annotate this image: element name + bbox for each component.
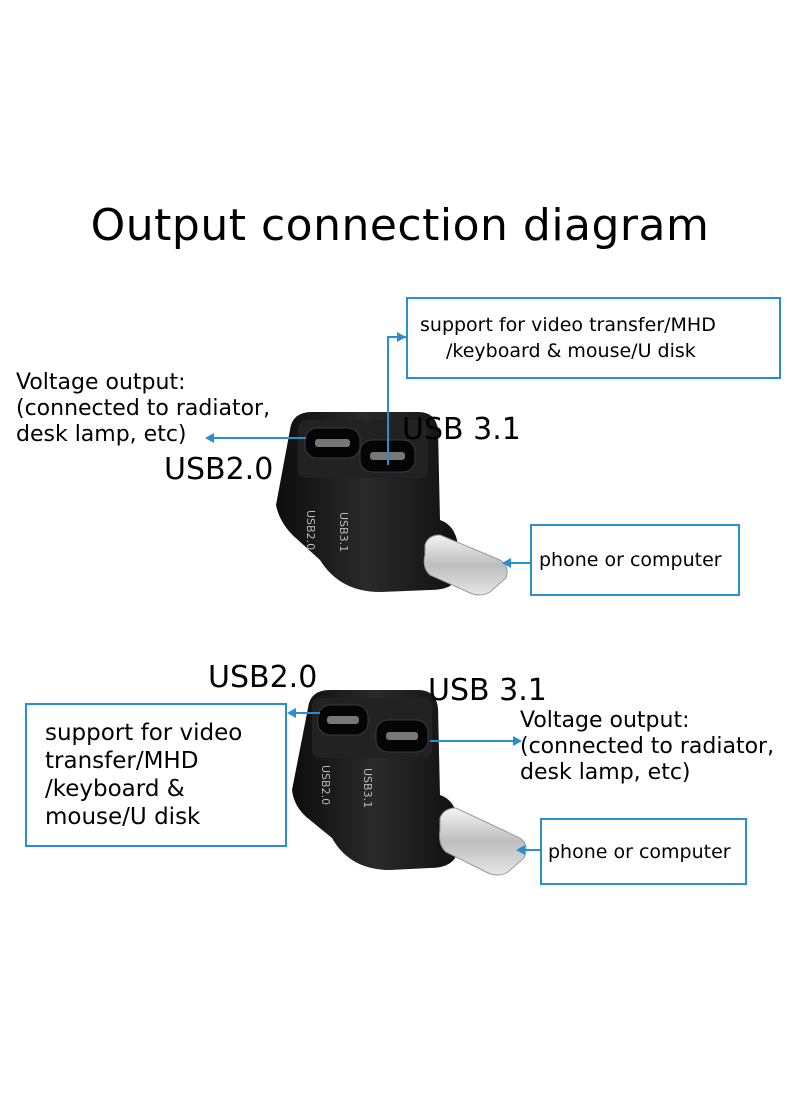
bottom-usb20-label: USB2.0 [208,660,318,695]
top-engrave-usb20: USB2.0 [304,510,317,550]
bottom-voltage-line-3: desk lamp, etc) [520,760,691,785]
bottom-video-line-1: support for video [45,720,243,746]
top-voltage-line-2: (connected to radiator, [16,396,271,421]
bottom-adapter [292,690,527,876]
bottom-video-line-3: /keyboard & [45,776,185,802]
page-title: Output connection diagram [90,200,710,251]
top-voltage-output-label: Voltage output: (connected to radiator, … [16,370,270,448]
top-video-line-2: /keyboard & mouse/U disk [446,340,696,362]
bottom-phone-box: phone or computer [540,818,747,885]
bottom-arrowheads [287,708,525,855]
bottom-video-line-2: transfer/MHD [45,748,199,774]
bottom-phone-text: phone or computer [548,841,731,863]
top-video-support-box: support for video transfer/MHD /keyboard… [406,297,781,379]
top-phone-text: phone or computer [539,549,722,571]
bottom-voltage-output-label: Voltage output: (connected to radiator, … [520,708,774,786]
bottom-video-text: support for video transfer/MHD /keyboard… [45,719,242,831]
bottom-usb31-label: USB 3.1 [428,673,547,708]
bottom-video-support-box: support for video transfer/MHD /keyboard… [25,703,287,847]
top-arrowheads [205,332,511,568]
top-engrave-usb31: USB3.1 [337,512,350,552]
top-phone-box: phone or computer [530,524,740,596]
top-voltage-line-1: Voltage output: [16,370,186,395]
top-usb20-label: USB2.0 [164,452,274,487]
bottom-engrave-usb20: USB2.0 [319,765,332,805]
top-voltage-line-3: desk lamp, etc) [16,422,187,447]
bottom-video-line-4: mouse/U disk [45,804,201,830]
bottom-engrave-usb31: USB3.1 [361,768,374,808]
top-video-line-1: support for video transfer/MHD [420,314,716,336]
bottom-voltage-line-2: (connected to radiator, [520,734,775,759]
bottom-voltage-line-1: Voltage output: [520,708,690,733]
top-usb31-label: USB 3.1 [402,412,521,447]
